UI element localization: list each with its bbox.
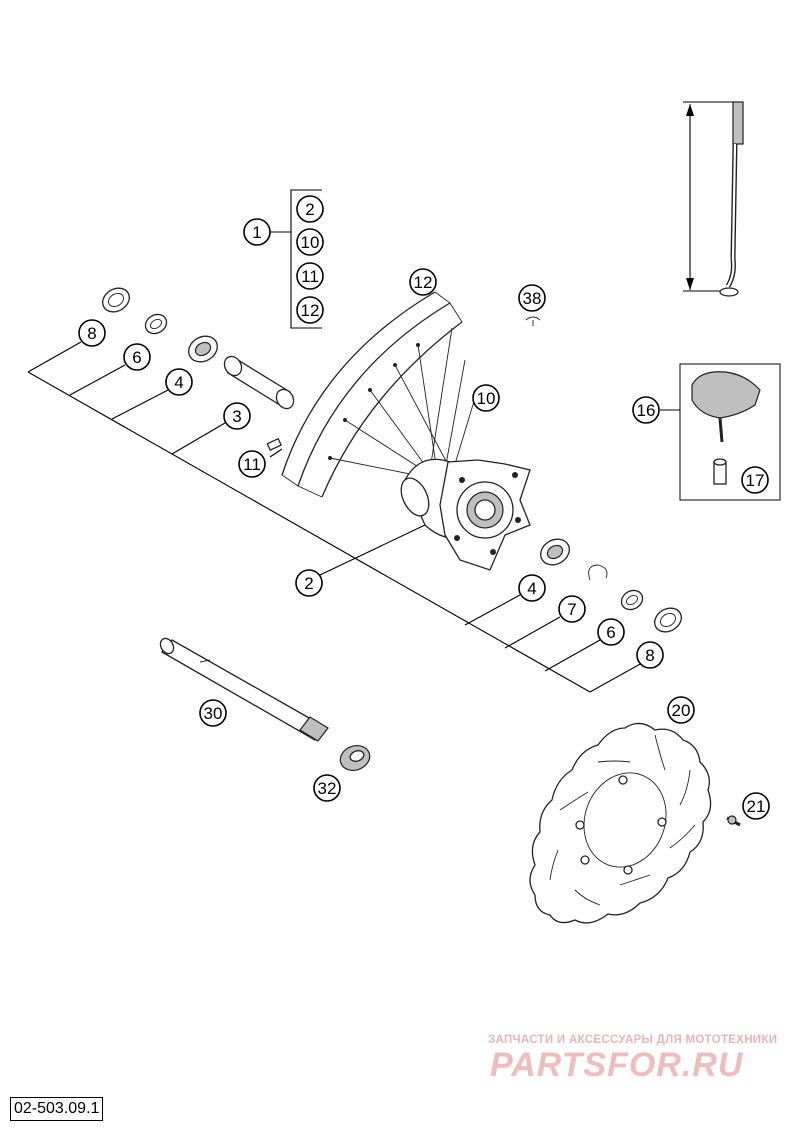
disc-screw <box>726 815 741 827</box>
spacer-sleeve <box>223 355 295 410</box>
callout-1: 1 <box>243 218 271 246</box>
svg-text:12: 12 <box>414 273 433 292</box>
callout-3: 3 <box>223 402 251 430</box>
callout-10-list: 10 <box>296 228 324 256</box>
svg-text:6: 6 <box>606 623 615 642</box>
bearing-left <box>188 335 218 363</box>
watermark-logo: PARTSFOR.RU <box>490 1046 744 1084</box>
svg-text:16: 16 <box>637 401 656 420</box>
callout-10: 10 <box>472 384 500 412</box>
callout-8-left: 8 <box>78 319 106 347</box>
svg-text:11: 11 <box>301 267 319 286</box>
axle <box>159 637 329 742</box>
svg-text:20: 20 <box>672 701 691 720</box>
svg-text:3: 3 <box>232 407 241 426</box>
callout-21: 21 <box>742 792 770 820</box>
axle-nut <box>339 745 371 771</box>
svg-text:17: 17 <box>746 471 765 490</box>
svg-text:1: 1 <box>252 223 261 242</box>
callout-30: 30 <box>199 699 227 727</box>
watermark-tagline: ЗАПЧАСТИ И АКСЕССУАРЫ ДЛЯ МОТОТЕХНИКИ <box>488 1034 778 1046</box>
svg-text:12: 12 <box>301 301 320 320</box>
circlip <box>588 564 608 581</box>
valve-cap <box>525 316 541 326</box>
svg-text:32: 32 <box>318 779 337 798</box>
svg-text:2: 2 <box>305 200 314 219</box>
kit-bracket <box>270 189 322 329</box>
svg-text:8: 8 <box>87 324 96 343</box>
callout-2-list: 2 <box>296 195 324 223</box>
right-leader-lines <box>464 409 683 693</box>
spoke-drawing <box>683 101 744 297</box>
svg-text:7: 7 <box>567 600 576 619</box>
svg-text:38: 38 <box>523 289 542 308</box>
callout-16: 16 <box>632 396 660 424</box>
svg-text:6: 6 <box>132 348 141 367</box>
callout-17: 17 <box>741 466 769 494</box>
callout-7: 7 <box>558 595 586 623</box>
callout-38: 38 <box>518 284 546 312</box>
dust-seal-left <box>102 287 130 313</box>
svg-text:2: 2 <box>304 574 313 593</box>
svg-text:30: 30 <box>204 704 223 723</box>
dust-seal-right <box>654 607 682 633</box>
spokes <box>329 327 479 487</box>
callout-20: 20 <box>667 696 695 724</box>
callout-8-right: 8 <box>636 641 664 669</box>
callout-11: 11 <box>238 450 266 478</box>
drawing-number: 02-503.09.1 <box>10 1097 104 1121</box>
callout-12-list: 12 <box>296 296 324 324</box>
svg-text:8: 8 <box>645 646 654 665</box>
callout-12: 12 <box>409 268 437 296</box>
left-leader-lines <box>27 341 591 693</box>
svg-text:11: 11 <box>243 455 261 474</box>
callout-2: 2 <box>295 569 323 597</box>
seal-ring-right <box>620 589 644 611</box>
callout-11-list: 11 <box>296 262 324 290</box>
brake-disc <box>529 722 712 924</box>
callout-6-left: 6 <box>123 343 151 371</box>
spoke-nipple <box>266 437 282 452</box>
bearing-right <box>540 538 570 566</box>
svg-text:21: 21 <box>747 797 766 816</box>
svg-text:4: 4 <box>174 373 183 392</box>
callout-32: 32 <box>313 774 341 802</box>
callout-6-right: 6 <box>597 618 625 646</box>
svg-text:10: 10 <box>301 233 320 252</box>
callout-4-right: 4 <box>518 574 546 602</box>
svg-text:4: 4 <box>527 579 536 598</box>
seal-ring-left <box>144 313 168 335</box>
svg-text:10: 10 <box>477 389 496 408</box>
callout-4-left: 4 <box>165 368 193 396</box>
wheel-hub <box>400 458 531 571</box>
